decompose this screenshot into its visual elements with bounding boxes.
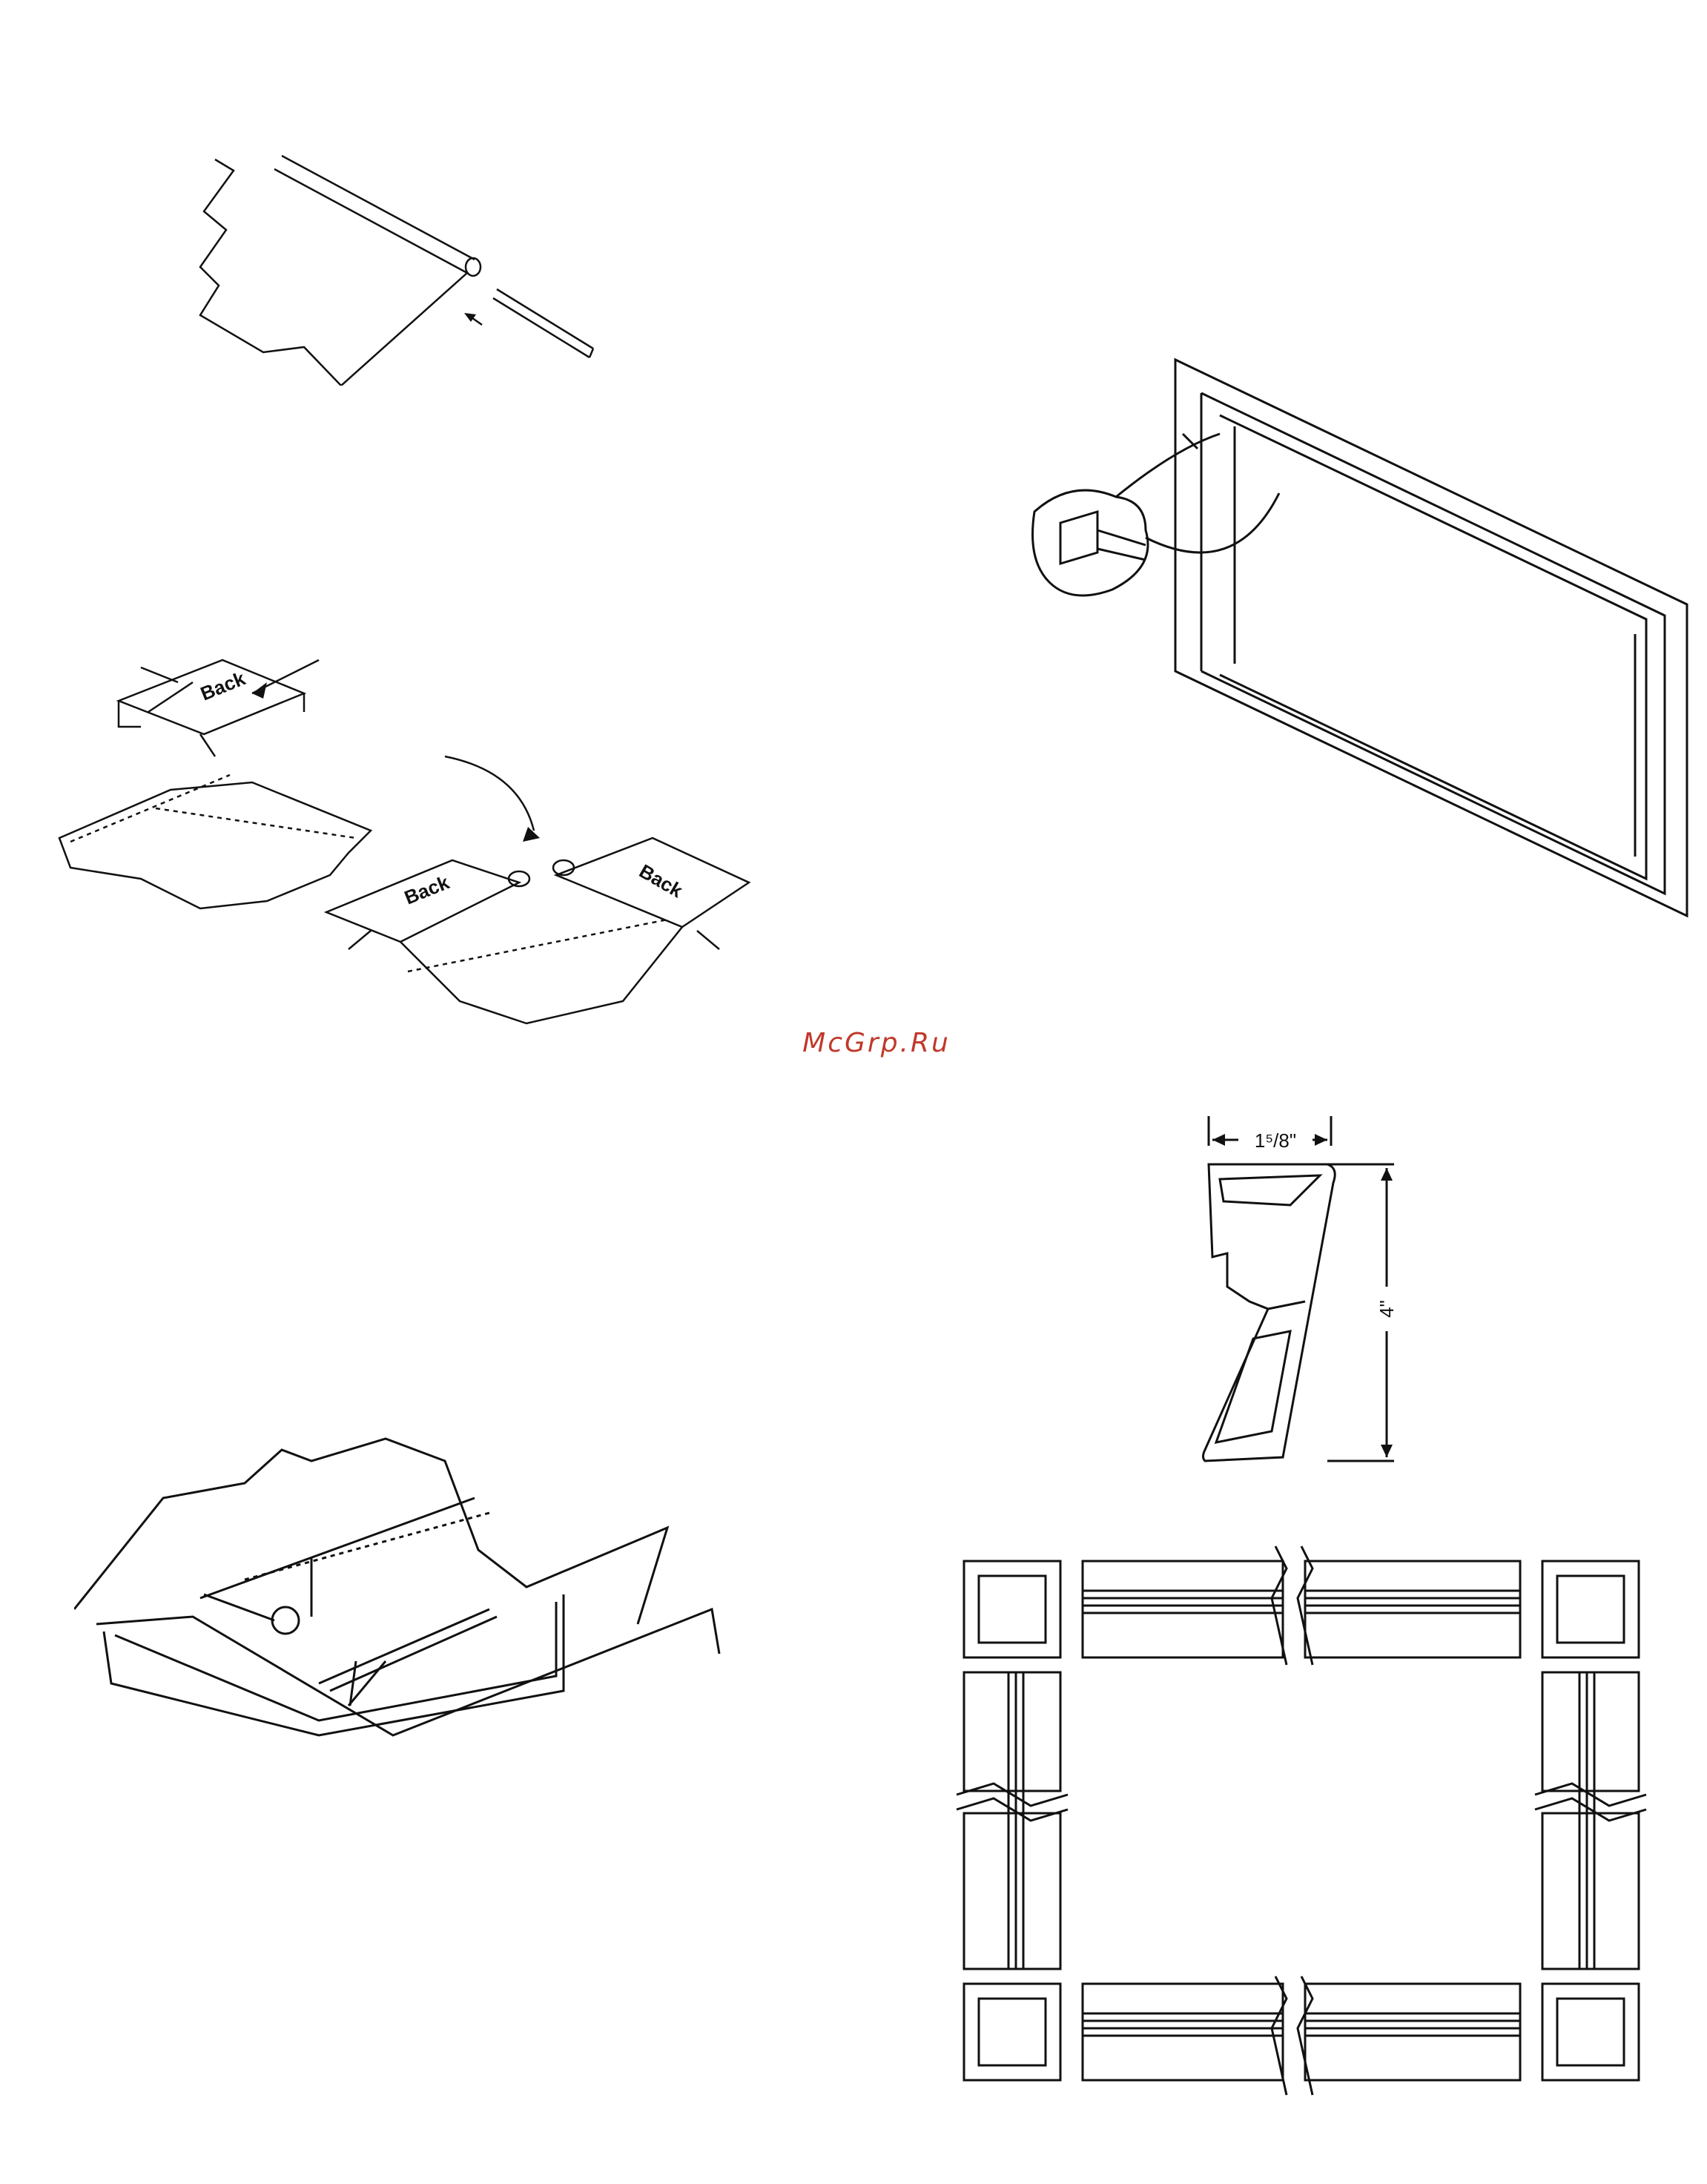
profile-width-label: 1⁵/8" [1255, 1129, 1296, 1152]
profile-height-label: 4" [1376, 1300, 1398, 1318]
figure-frame-profile: 1⁵/8" 4" [1186, 1109, 1409, 1483]
figure-extrusion-detail [74, 1409, 734, 1795]
back-label-2: Back [401, 871, 452, 908]
screen-roll-icon [193, 148, 615, 386]
figure-back-clips: Back Back Back [44, 630, 764, 1046]
back-label-1: Back [197, 667, 248, 705]
figure-frame-perspective [1027, 345, 1694, 923]
back-label-3: Back [635, 860, 687, 902]
figure-frame-plan [949, 1539, 1654, 2102]
watermark: McGrp.Ru [780, 1028, 973, 1058]
figure-screen-roll [193, 148, 615, 386]
